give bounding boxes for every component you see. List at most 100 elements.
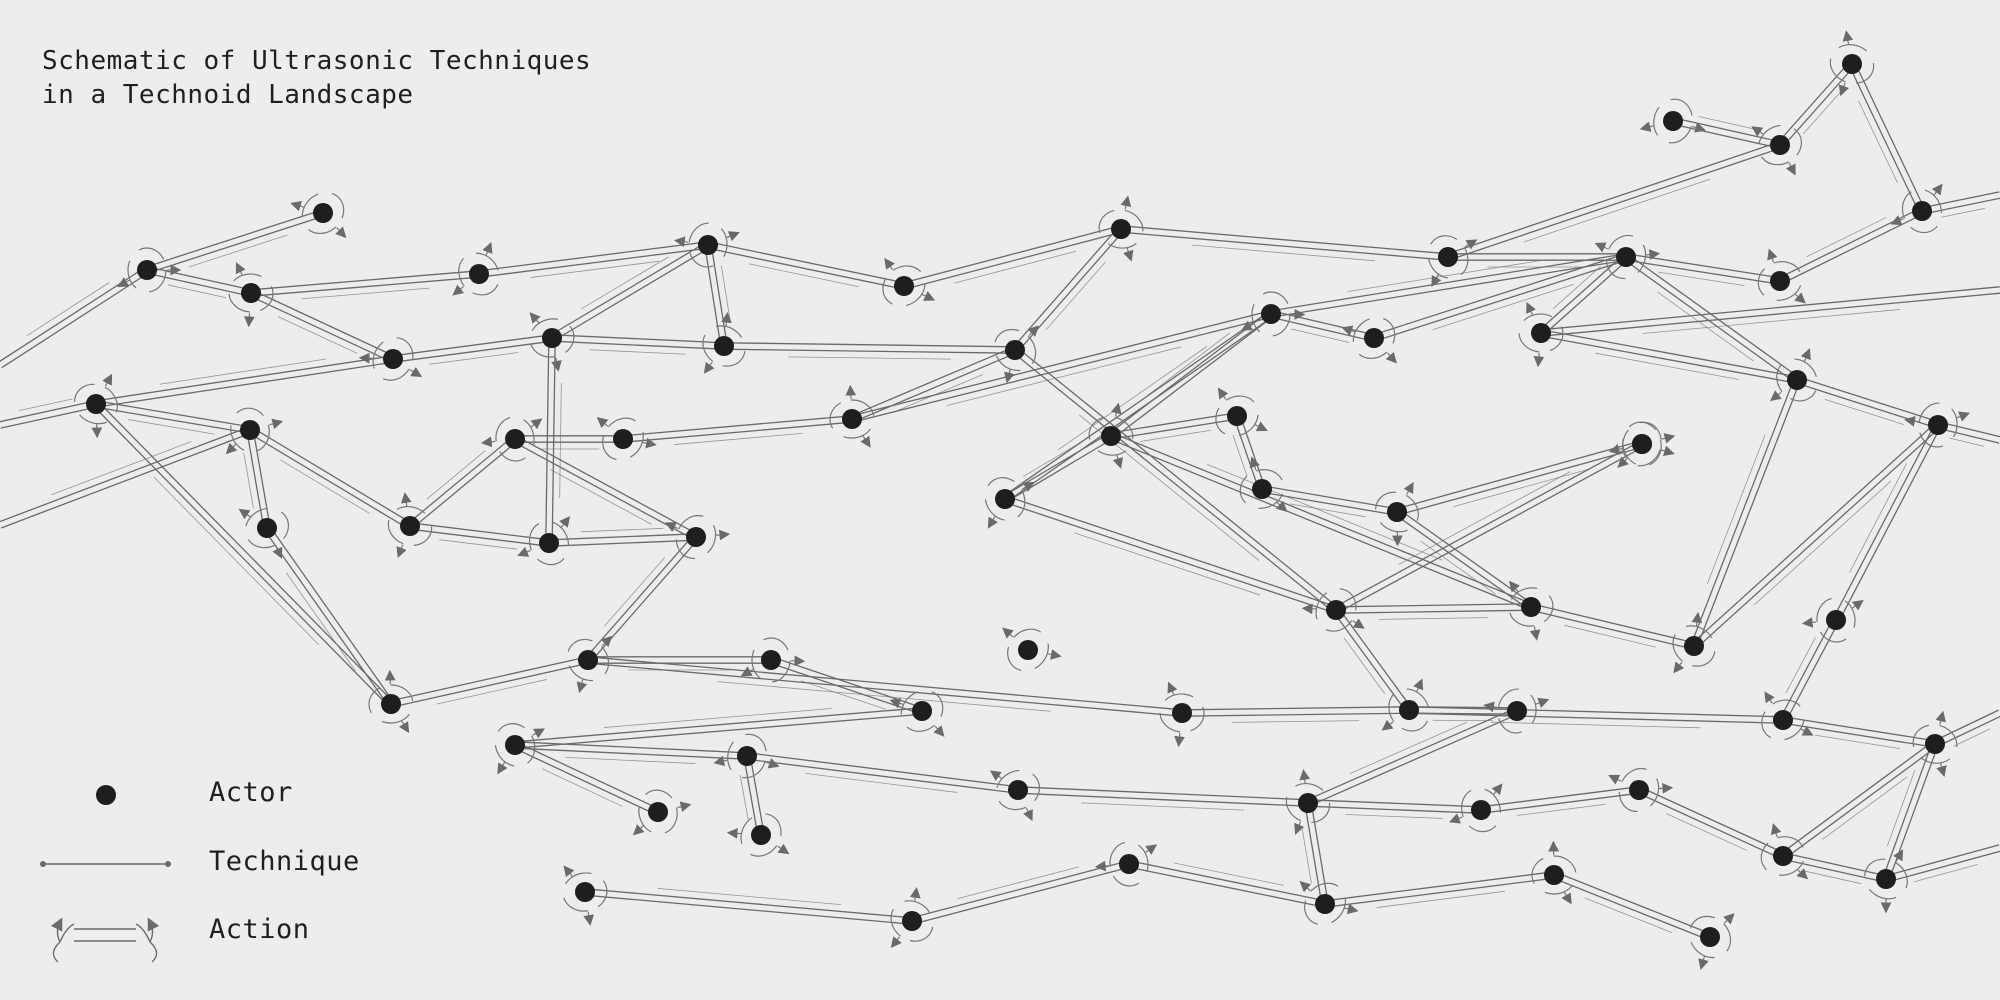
technique-link xyxy=(1937,421,2000,447)
action-ring xyxy=(1608,767,1674,813)
actor-node xyxy=(1261,304,1281,324)
technique-link xyxy=(513,741,660,816)
technique-link xyxy=(248,426,412,530)
actor-node xyxy=(1684,636,1704,656)
actor-node xyxy=(505,735,525,755)
action-ring xyxy=(1448,783,1503,833)
technique-link xyxy=(1301,802,1329,905)
actor-node xyxy=(1773,846,1793,866)
action-ring xyxy=(993,325,1039,384)
technique-link xyxy=(1324,871,1555,908)
action-ring xyxy=(1639,98,1706,144)
action-ring xyxy=(890,887,934,949)
technique-link xyxy=(1120,225,1449,262)
technique-link xyxy=(746,752,1019,794)
technique-link xyxy=(1921,191,2000,218)
actor-node xyxy=(1507,701,1527,721)
action-ring xyxy=(452,241,500,296)
actor-node xyxy=(1387,502,1407,522)
technique-link xyxy=(1780,740,1938,860)
legend-actor-label: Actor xyxy=(209,777,293,808)
technique-link xyxy=(249,289,395,363)
action-ring xyxy=(529,312,575,372)
technique-link xyxy=(1109,432,1533,611)
title-line-1: Schematic of Ultrasonic Techniques xyxy=(42,46,592,76)
actor-node xyxy=(1172,703,1192,723)
action-ring xyxy=(1757,248,1806,304)
action-ring xyxy=(632,789,692,836)
technique-link xyxy=(1933,709,2000,748)
action-ring xyxy=(566,635,613,694)
technique-link xyxy=(515,435,623,450)
technique-link xyxy=(1637,786,1785,860)
actor-node xyxy=(902,911,922,931)
action-ring xyxy=(494,723,546,775)
legend-technique-label: Technique xyxy=(209,846,360,877)
technique-link xyxy=(1446,141,1782,261)
action-ring xyxy=(1864,849,1908,914)
technique-link xyxy=(851,310,1272,423)
action-ring xyxy=(290,191,347,239)
actor-node xyxy=(1842,54,1862,74)
actor-node xyxy=(842,409,862,429)
action-ring xyxy=(1215,387,1268,437)
technique-link xyxy=(513,435,698,541)
action-ring xyxy=(480,416,543,462)
action-ring xyxy=(1761,691,1814,741)
action-ring xyxy=(882,257,936,307)
technique-link xyxy=(145,209,325,274)
technique-link xyxy=(1306,707,1519,807)
actor-node xyxy=(1928,415,1948,435)
technique-link xyxy=(769,656,924,715)
action-ring xyxy=(1094,841,1158,887)
action-ring xyxy=(562,865,608,926)
technique-link xyxy=(1882,742,1939,881)
action-ring xyxy=(1483,688,1550,734)
technique-link xyxy=(1777,61,1855,148)
actor-node xyxy=(1005,340,1025,360)
technique-link xyxy=(95,355,394,408)
actor-node xyxy=(1298,793,1318,813)
legend-technique-icon xyxy=(40,861,171,867)
actor-node xyxy=(714,336,734,356)
technique-link xyxy=(548,527,697,547)
action-ring xyxy=(74,373,118,439)
action-ring xyxy=(674,222,740,268)
actor-node xyxy=(1252,479,1272,499)
action-ring xyxy=(713,733,780,779)
technique-link xyxy=(1884,844,2000,883)
actor-node xyxy=(1364,328,1384,348)
actor-node xyxy=(505,429,525,449)
action-ring xyxy=(1098,195,1144,262)
technique-link xyxy=(95,400,251,435)
technique-link xyxy=(1307,799,1482,819)
actor-node xyxy=(1315,894,1335,914)
action-ring xyxy=(1375,481,1419,547)
actor-node xyxy=(400,516,420,536)
technique-link xyxy=(1408,706,1784,729)
legend-action-icon xyxy=(50,917,160,963)
action-ring xyxy=(889,690,945,737)
technique-link xyxy=(1540,329,1798,384)
actor-node xyxy=(1826,610,1846,630)
actor-node xyxy=(1438,247,1458,267)
technique-link xyxy=(1782,852,1887,885)
technique-link xyxy=(587,656,1183,717)
technique-link xyxy=(1003,432,1113,503)
action-ring xyxy=(1688,913,1735,970)
technique-link xyxy=(1848,62,1926,213)
actor-node xyxy=(381,694,401,714)
actor-node xyxy=(1326,600,1346,620)
actor-node xyxy=(1773,710,1793,730)
actor-node xyxy=(241,283,261,303)
actor-node xyxy=(1544,865,1564,885)
action-ring xyxy=(1760,823,1809,880)
action-ring xyxy=(1829,30,1875,97)
actor-node xyxy=(761,650,781,670)
technique-link xyxy=(1448,253,1626,268)
action-ring xyxy=(238,507,290,559)
actor-node xyxy=(383,349,403,369)
technique-link xyxy=(588,656,771,671)
action-ring xyxy=(1531,840,1577,905)
